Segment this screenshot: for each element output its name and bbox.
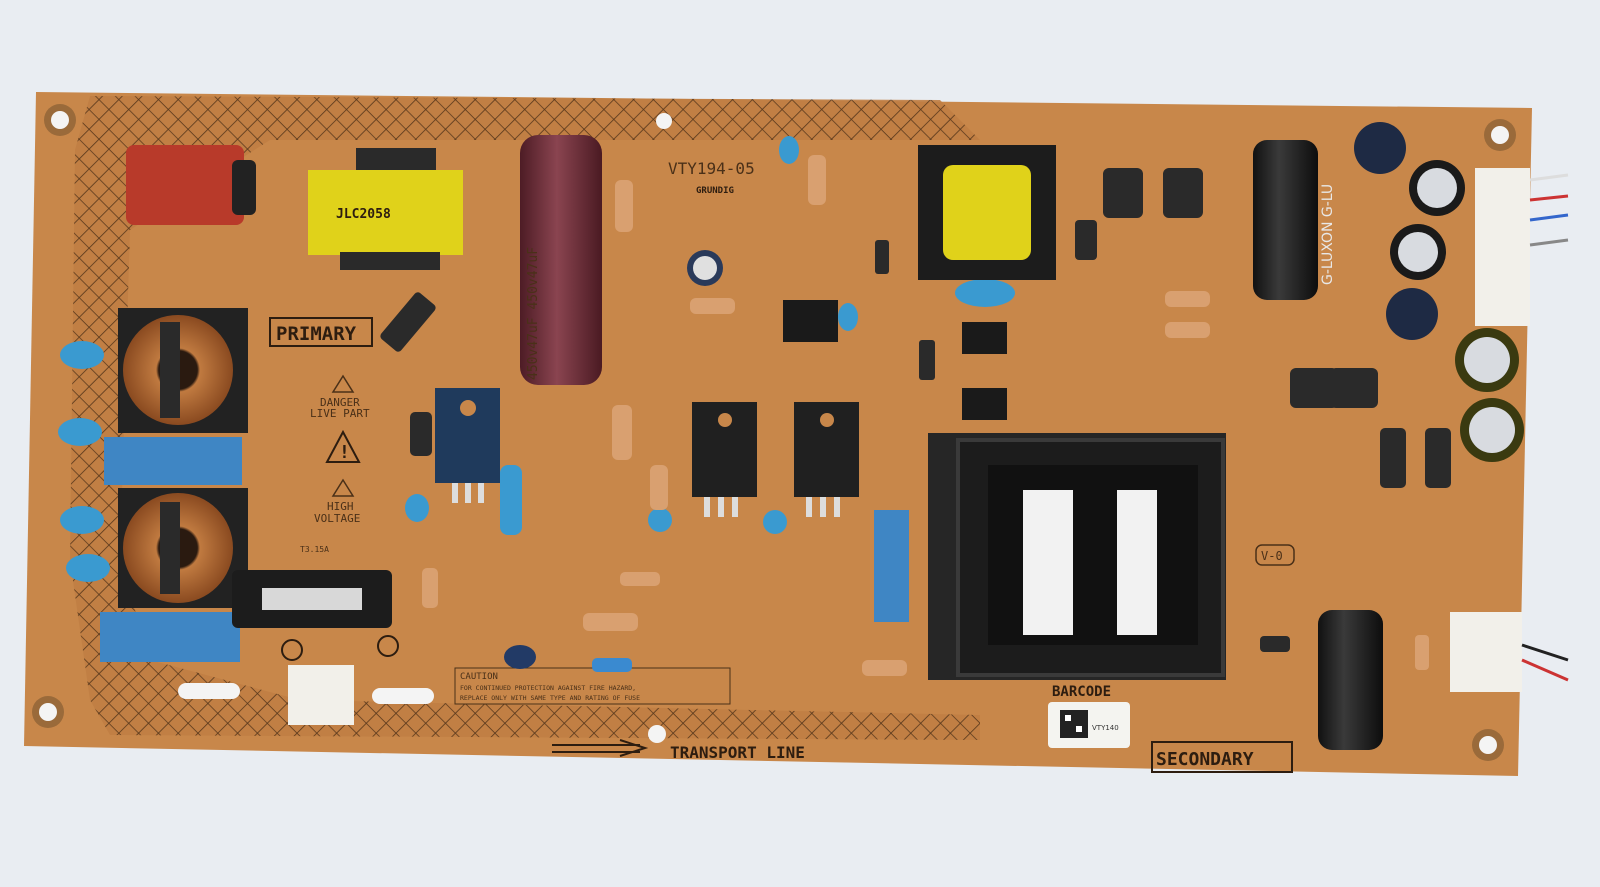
controller-ic bbox=[783, 300, 838, 342]
standby-transformer: JLC2058 bbox=[308, 148, 463, 270]
mosfet bbox=[794, 402, 859, 517]
transformer-marking: JLC2058 bbox=[336, 207, 391, 222]
mosfet bbox=[692, 402, 757, 517]
x-capacitor-blue bbox=[100, 612, 240, 662]
common-mode-choke-2 bbox=[118, 488, 248, 608]
caution-line-1: FOR CONTINUED PROTECTION AGAINST FIRE HA… bbox=[460, 684, 636, 692]
aux-transformer bbox=[918, 145, 1056, 280]
caution-title: CAUTION bbox=[460, 672, 498, 682]
transistor bbox=[504, 645, 536, 669]
wires bbox=[1521, 173, 1569, 682]
diodes bbox=[380, 168, 1451, 652]
common-mode-choke-1 bbox=[118, 308, 248, 433]
secondary-cap-marking: G-LUXON G-LU bbox=[1320, 184, 1336, 285]
x-capacitor-red bbox=[126, 145, 256, 225]
regulator-heatsink bbox=[435, 388, 500, 503]
fuse-rating: T3.15A bbox=[300, 545, 329, 554]
ceramic-capacitors bbox=[58, 136, 1015, 582]
fuse-holder bbox=[232, 570, 392, 628]
secondary-capacitors: G-LUXON G-LU bbox=[687, 122, 1524, 750]
board-model: VTY194-05 bbox=[668, 159, 755, 178]
transport-line-label: TRANSPORT LINE bbox=[670, 743, 805, 762]
danger-label: DANGER bbox=[320, 396, 360, 409]
barcode-sticker-text: VTY140 bbox=[1092, 724, 1119, 732]
brand-logo: GRUNDIG bbox=[696, 186, 734, 196]
mounting-holes bbox=[32, 104, 1516, 761]
bulk-capacitor: 450v47uF 450v47uF bbox=[520, 135, 602, 385]
main-transformer bbox=[928, 433, 1226, 680]
barcode-sticker: VTY140 bbox=[1048, 702, 1130, 748]
caution-line-2: REPLACE ONLY WITH SAME TYPE AND RATING O… bbox=[460, 694, 640, 702]
svg-text:!: ! bbox=[339, 442, 350, 463]
bulk-capacitor-marking: 450v47uF 450v47uF bbox=[526, 247, 541, 380]
resistors bbox=[422, 155, 1429, 676]
x-capacitor-blue bbox=[104, 437, 242, 485]
live-part-label: LIVE PART bbox=[310, 407, 370, 420]
film-capacitor bbox=[874, 510, 909, 622]
barcode-label: BARCODE bbox=[1052, 684, 1111, 700]
optocoupler bbox=[962, 388, 1007, 420]
optocoupler bbox=[962, 322, 1007, 354]
flammability-label: V-0 bbox=[1261, 549, 1283, 563]
output-connector bbox=[1475, 168, 1530, 326]
high-label: HIGH bbox=[327, 500, 354, 513]
silkscreen: PRIMARY DANGER LIVE PART ! HIGH VOLTAGE … bbox=[269, 159, 1295, 773]
primary-label: PRIMARY bbox=[276, 323, 357, 345]
secondary-label: SECONDARY bbox=[1156, 749, 1254, 770]
output-connector-small bbox=[1450, 612, 1522, 692]
voltage-label: VOLTAGE bbox=[314, 512, 360, 525]
mains-connector bbox=[288, 665, 354, 725]
